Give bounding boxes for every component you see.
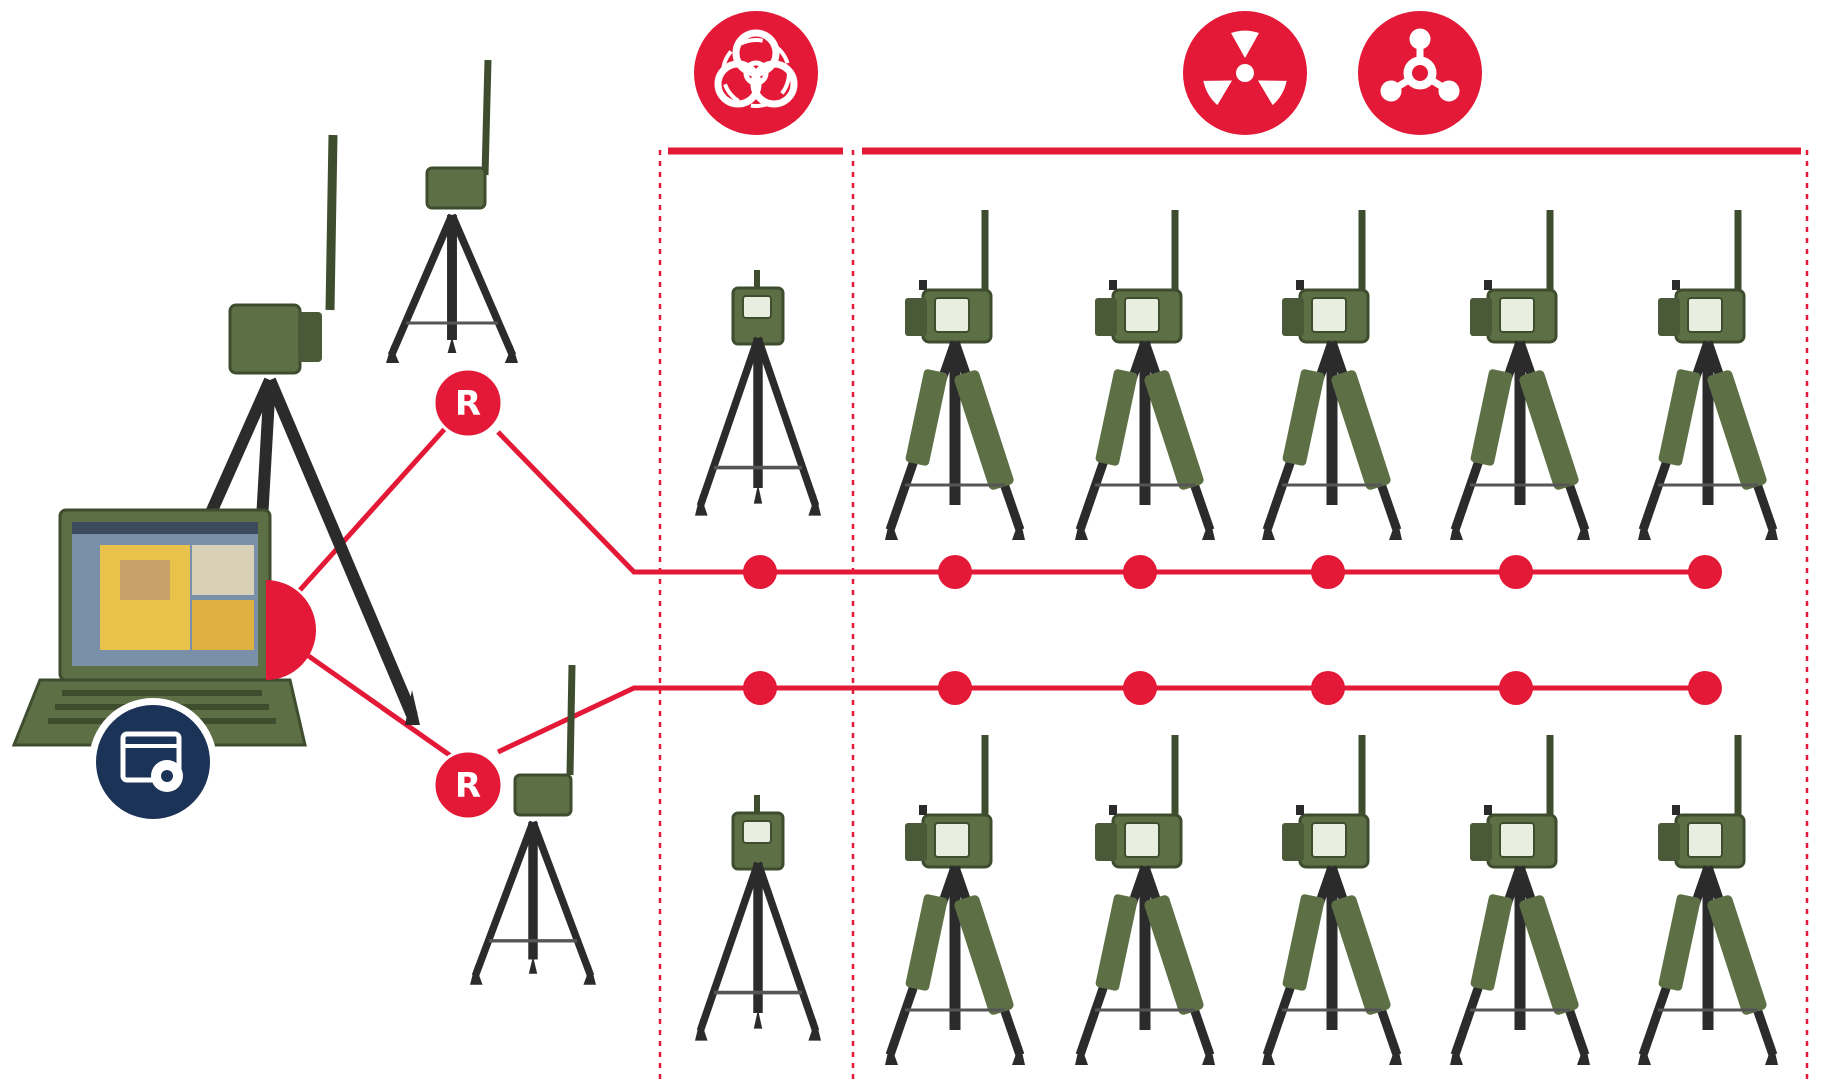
chem-detector-device xyxy=(885,210,1025,540)
chemical-icon xyxy=(1358,11,1482,135)
chem-detector-device xyxy=(1262,210,1402,540)
sensor-node xyxy=(743,671,777,705)
chem-detector-device xyxy=(1638,735,1778,1065)
relay-label: R xyxy=(455,766,481,806)
sensor-node xyxy=(1123,671,1157,705)
chem-rad-detectors-top xyxy=(885,210,1778,540)
hazard-icons xyxy=(694,11,1482,135)
chem-detector-device xyxy=(1075,735,1215,1065)
app-settings-icon xyxy=(89,698,217,826)
relay-label: R xyxy=(455,384,481,424)
sensor-node xyxy=(938,671,972,705)
chem-detector-device xyxy=(1262,735,1402,1065)
lower-sensor-chain xyxy=(743,671,1722,705)
chem-detector-device xyxy=(1450,210,1590,540)
sensor-node xyxy=(1499,555,1533,589)
relay-tripod-lower xyxy=(470,664,596,985)
upper-sensor-chain xyxy=(743,555,1722,589)
relay-tripod-upper xyxy=(386,59,518,363)
command-station xyxy=(11,134,420,826)
chem-detector-device xyxy=(1638,210,1778,540)
sensor-node xyxy=(1499,671,1533,705)
biohazard-icon xyxy=(694,11,818,135)
network-links xyxy=(298,401,1705,771)
group-dividers xyxy=(658,150,1809,1080)
sensor-node xyxy=(938,555,972,589)
chem-rad-detectors-bottom xyxy=(885,735,1778,1065)
sensor-node xyxy=(1311,671,1345,705)
link-origin xyxy=(266,580,316,680)
sensor-node xyxy=(1311,555,1345,589)
chem-detector-device xyxy=(1450,735,1590,1065)
relay-marker-upper: R xyxy=(432,367,504,439)
bio-detector-device xyxy=(695,270,821,516)
radiation-icon xyxy=(1183,11,1307,135)
sensor-node xyxy=(743,555,777,589)
chem-detector-device xyxy=(885,735,1025,1065)
sensor-node xyxy=(1688,671,1722,705)
chem-detector-device xyxy=(1075,210,1215,540)
bio-detector-device xyxy=(695,795,821,1041)
relay-marker-lower: R xyxy=(432,749,504,821)
sensor-node xyxy=(1688,555,1722,589)
sensor-node xyxy=(1123,555,1157,589)
